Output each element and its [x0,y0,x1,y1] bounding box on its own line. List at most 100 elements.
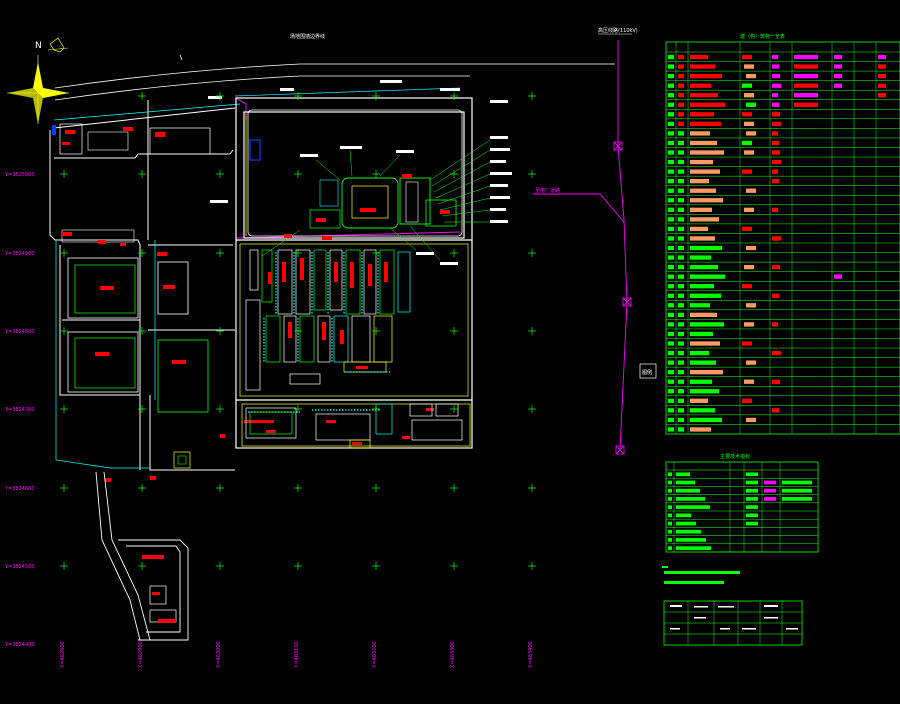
main-table-cell-struct [794,73,818,79]
main-table-cell-remark [878,64,886,69]
main-table-cell-index [668,341,674,346]
main-table-cell-code [678,102,684,107]
main-table-cell-floor [772,150,780,155]
main-table-cell-name [690,131,710,136]
main-table-cell-name [690,217,719,222]
main-table-cell-name [690,245,722,251]
second-table-cell-unit [764,488,776,493]
main-table-cell-area [746,131,756,136]
north-compound [247,109,463,237]
main-table-cell-code [678,312,684,318]
main-table-cell-floor [772,73,780,79]
pipeline-note: 高压线路(110kV) [598,27,638,34]
main-table-cell-floor [772,159,781,165]
main-table-cell-area [744,379,754,384]
main-table-cell-code [678,293,684,298]
main-table-cell-index [668,64,674,69]
second-table-cell-name [676,505,710,509]
main-table-cell-area [744,150,754,155]
process-area-red-tags [244,258,434,445]
main-table-cell-index [668,293,674,298]
second-table-cell-index [668,513,672,518]
main-table-cell-name [690,398,708,403]
top-boundary-note: 场地围墙边界线 [290,33,325,40]
main-table-cell-index [668,370,674,375]
main-table-cell-index [668,255,674,260]
main-table-cell-name [690,188,716,193]
main-table-cell-name [690,64,715,69]
main-table-cell-note [834,274,842,279]
second-table-cell-name [676,472,690,477]
west-area-buildings [59,123,211,469]
second-table-cell-remark [782,488,812,493]
main-table-cell-floor [772,112,780,117]
main-table-cell-floor [772,236,781,241]
second-table-cell-value [746,480,758,485]
main-table-cell-floor [772,64,779,69]
main-table-cell-code [678,54,684,60]
main-table-cell-note [834,54,842,60]
coord-x-5: X=463200 [372,641,378,668]
main-table-cell-code [678,179,684,184]
main-table-cell-index [668,93,674,98]
main-table-cell-index [668,322,674,327]
main-table-cell-code [678,236,684,241]
main-table-cell-name [690,93,718,98]
main-table-cell-index [668,131,674,136]
main-table-cell-index [668,83,674,88]
main-table-cell-index [668,303,674,308]
main-table-cell-floor [772,207,778,212]
main-table-cell-name [690,293,721,298]
main-table-cell-name [690,408,715,413]
main-table-cell-code [678,159,684,165]
main-table-cell-index [668,350,674,356]
south-access-labels [142,555,176,623]
coordinate-grid-crosses [60,92,536,570]
main-table-cell-code [678,322,684,327]
y-coordinate-labels: Y=3825000 Y=3824900 Y=3824800 Y=3824700 … [4,172,35,648]
main-table-cell-name [690,331,713,337]
main-table-cell-index [668,312,674,318]
second-table-cell-value [746,513,758,518]
main-table-cell-remark [878,73,886,79]
main-table-cell-code [678,274,684,279]
main-table-cell-index [668,150,674,155]
main-table-cell-struct [794,93,818,98]
main-table-cell-code [678,398,684,403]
main-table-cell-code [678,198,684,203]
main-table-cell-index [668,398,674,403]
main-table-cell-index [668,179,674,184]
main-table-cell-area [744,64,754,69]
main-table-cell-area [742,54,752,60]
second-table-cell-index [668,529,672,534]
main-table-cell-name [690,179,709,184]
main-table-cell-index [668,417,674,423]
main-table-cell-floor [772,121,781,127]
coord-x-3: X=463000 [216,641,222,668]
second-table-cell-name [676,521,696,526]
second-table-cell-index [668,480,672,485]
main-table-cell-name [690,274,725,279]
main-table-cell-name [690,236,715,241]
main-plant-yellow-roads [239,114,471,447]
coord-x-2: X=462900 [138,641,144,668]
main-table-cell-index [668,360,674,365]
main-table-cell-name [690,159,713,165]
main-table-cell-area [742,83,752,88]
main-table-cell-code [678,284,684,289]
main-table-grid [666,42,900,434]
main-table-cell-code [678,331,684,337]
second-table-cell-remark [782,497,812,501]
main-table-cell-name [690,102,725,107]
main-table-cell-code [678,93,684,98]
main-table-cell-code [678,255,684,260]
coord-y-7: Y=3824400 [4,642,35,648]
west-area-labels [52,125,225,482]
main-table-cell-code [678,64,684,69]
main-table-title: 建（构）筑物一览表 [740,33,785,40]
second-table-cell-name [676,488,700,493]
main-table-cell-floor [772,140,779,146]
main-table-cell-area [742,398,752,403]
main-table-cell-code [678,341,684,346]
hv-tower-markers [613,141,632,455]
